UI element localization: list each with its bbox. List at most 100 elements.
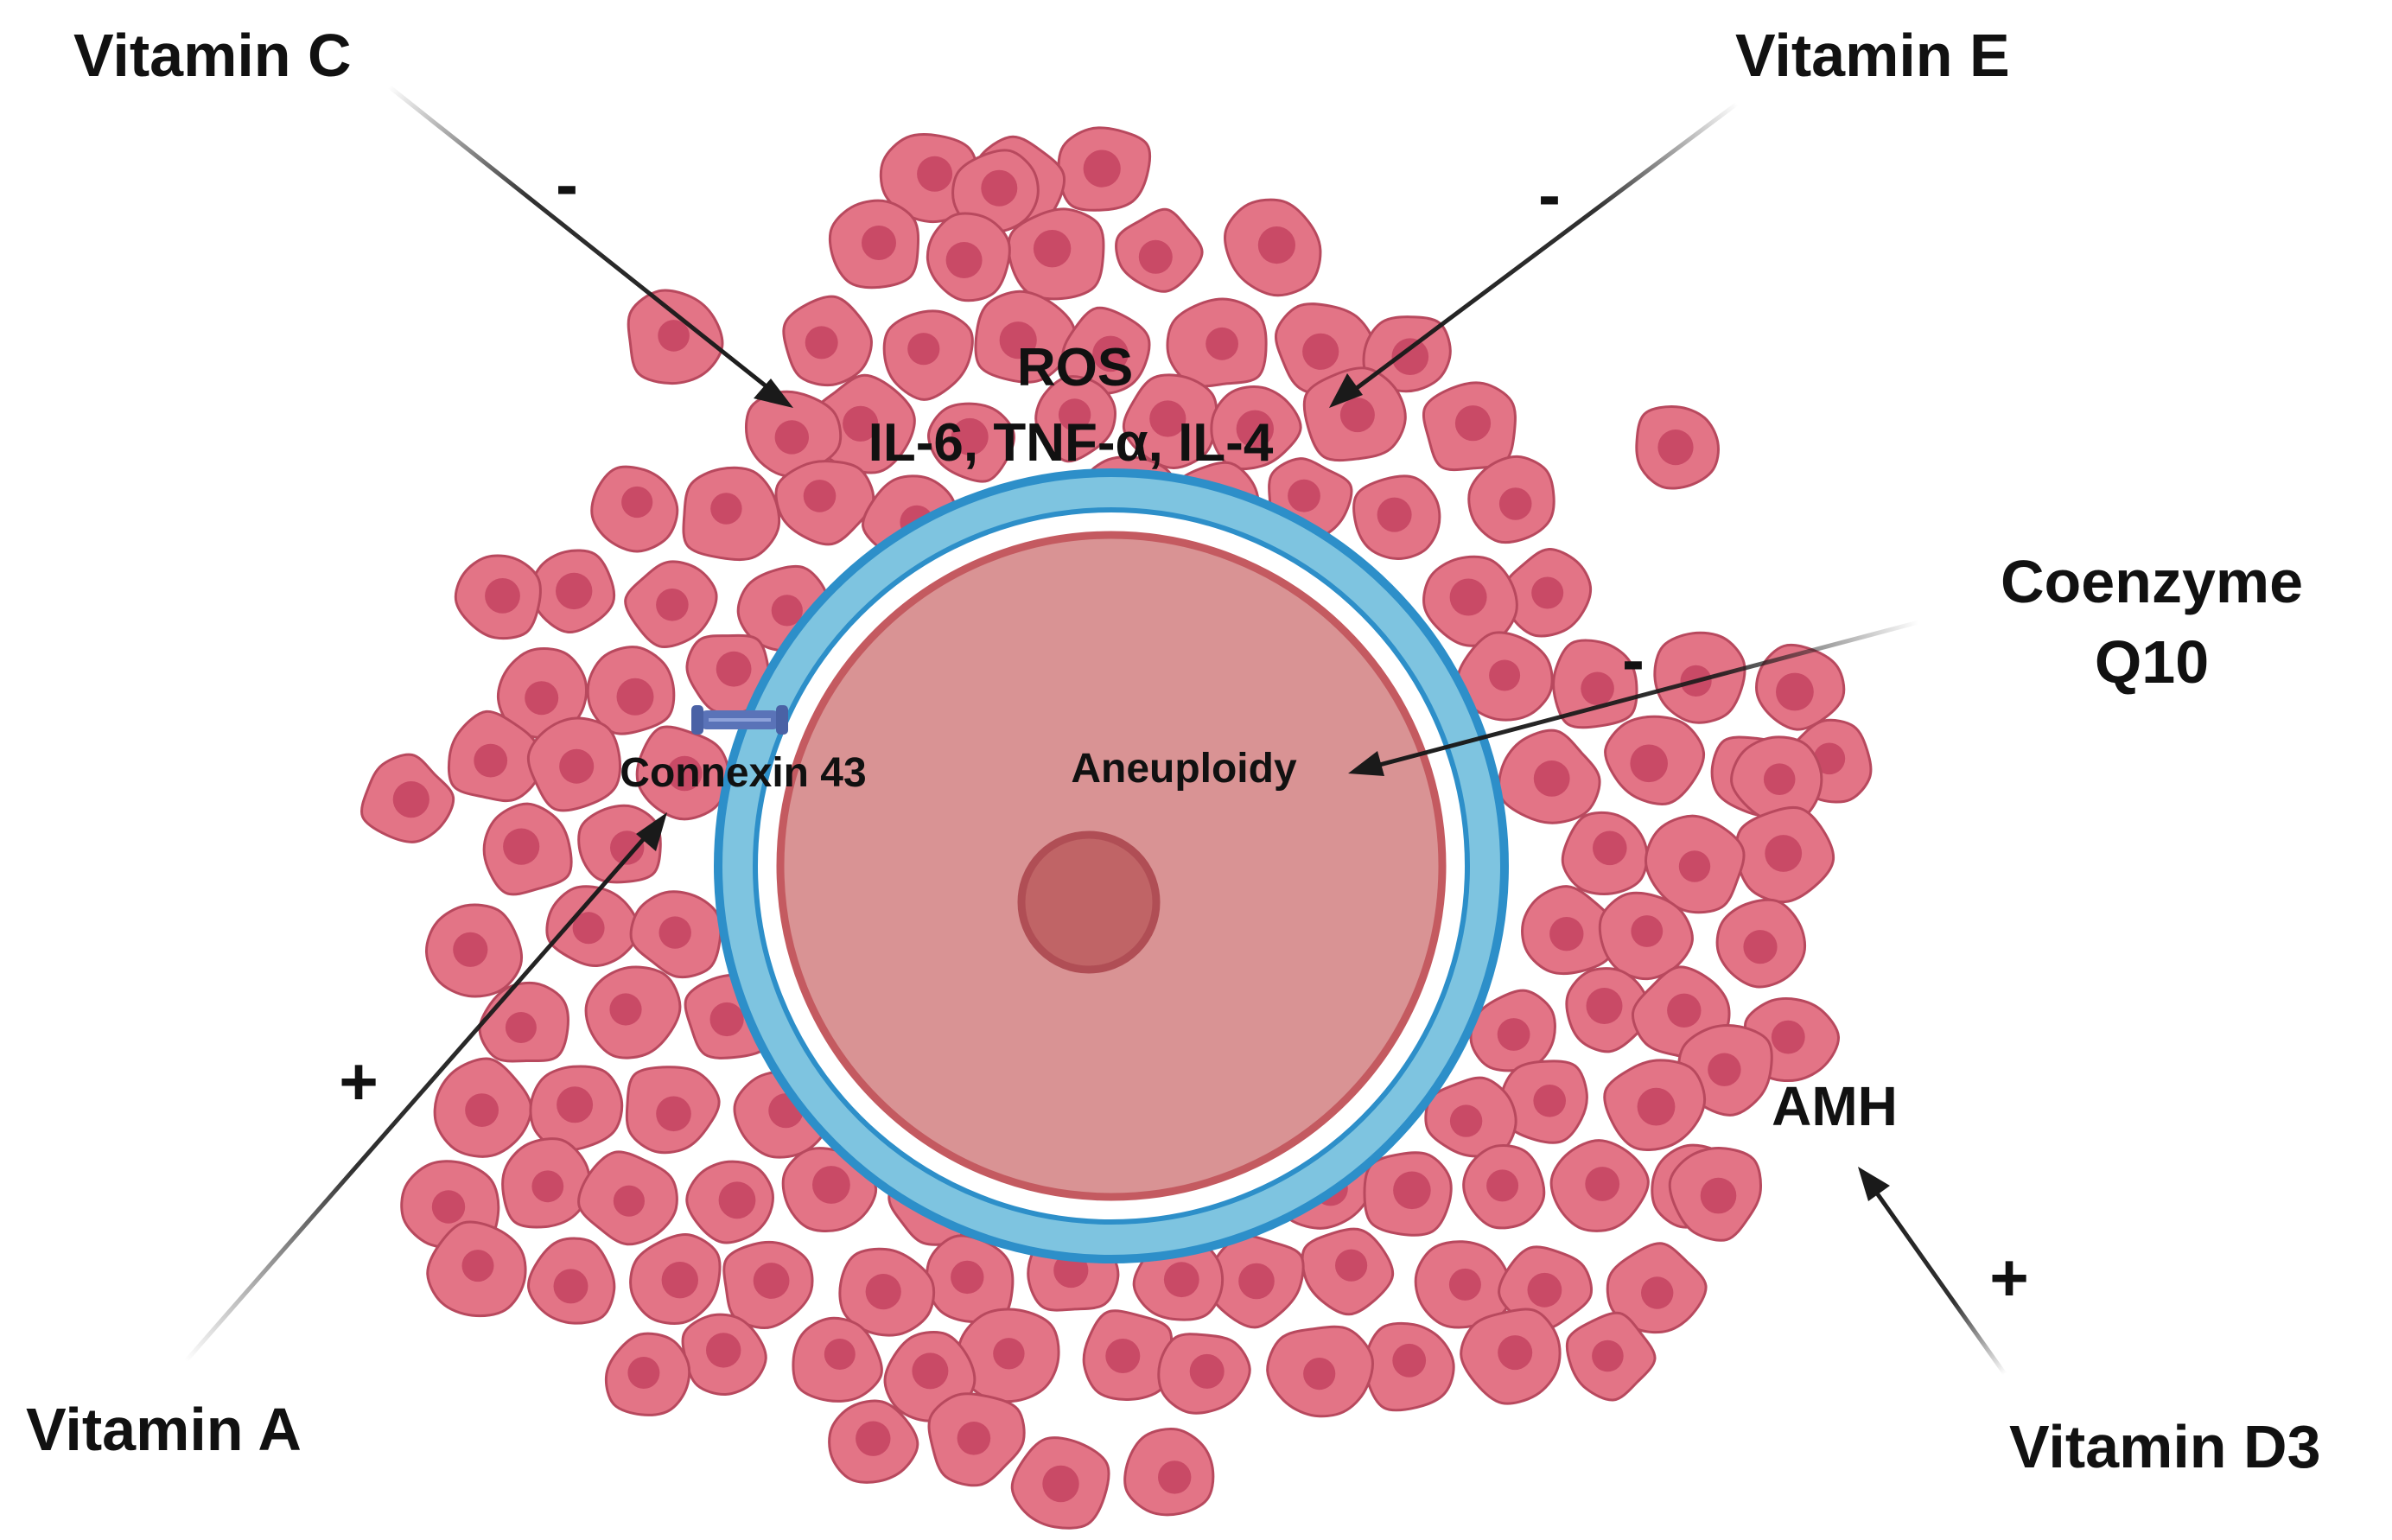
granulosa-cell-nucleus — [485, 578, 520, 614]
granulosa-cell-nucleus — [656, 589, 689, 621]
granulosa-cell-nucleus — [553, 1269, 588, 1304]
granulosa-cell-nucleus — [1448, 1268, 1481, 1301]
granulosa-cell-nucleus — [666, 755, 703, 792]
granulosa-cell-nucleus — [572, 912, 605, 945]
granulosa-cell-nucleus — [805, 326, 838, 360]
granulosa-cell-nucleus — [1339, 398, 1375, 433]
connexin-channel-icon — [691, 705, 788, 735]
granulosa-cell-nucleus — [951, 1260, 984, 1295]
granulosa-cell-nucleus — [1163, 1262, 1199, 1298]
granulosa-cell-nucleus — [531, 1170, 564, 1203]
ros-label: ROS — [1017, 338, 1133, 398]
vitamin-c-sign: - — [556, 146, 578, 222]
granulosa-cell-nucleus — [1391, 338, 1429, 376]
amh-label: AMH — [1772, 1075, 1898, 1137]
vitamin-e-arrowhead — [1329, 373, 1363, 408]
granulosa-cell-nucleus — [1303, 1358, 1336, 1390]
granulosa-cell-nucleus — [945, 242, 983, 278]
granulosa-cell-nucleus — [1586, 988, 1623, 1024]
granulosa-cell-nucleus — [843, 405, 879, 442]
granulosa-cell-nucleus — [557, 1086, 594, 1123]
granulosa-cell-nucleus — [1630, 744, 1668, 783]
granulosa-cell-nucleus — [1377, 497, 1412, 532]
granulosa-cell-nucleus — [1302, 333, 1339, 370]
granulosa-cell-nucleus — [1189, 1353, 1225, 1389]
granulosa-cell-nucleus — [865, 1274, 901, 1310]
granulosa-cell-nucleus — [1092, 335, 1129, 372]
granulosa-cell-nucleus — [706, 1333, 741, 1368]
granulosa-cell-nucleus — [1449, 578, 1487, 616]
granulosa-cell-nucleus — [1631, 915, 1664, 947]
granulosa-cell-nucleus — [392, 781, 429, 818]
vitamin-d3-sign: + — [1989, 1239, 2029, 1315]
granulosa-cell-nucleus — [474, 743, 508, 778]
granulosa-cell-nucleus — [627, 1357, 660, 1389]
granulosa-cell-nucleus — [1531, 576, 1564, 609]
granulosa-cell-nucleus — [1678, 850, 1711, 882]
granulosa-cell-nucleus — [658, 320, 690, 352]
granulosa-cell-nucleus — [1763, 763, 1796, 795]
granulosa-cell-nucleus — [1206, 327, 1238, 360]
granulosa-cell-nucleus — [453, 932, 488, 967]
granulosa-cell-nucleus — [1042, 1465, 1079, 1503]
granulosa-cell-nucleus — [1637, 1087, 1676, 1126]
granulosa-cell-nucleus — [1236, 410, 1275, 448]
vitamin-e-label: Vitamin E — [1735, 22, 2010, 89]
vitamin-d3-label: Vitamin D3 — [2009, 1413, 2321, 1480]
vitamin-c-arrowhead — [754, 379, 793, 408]
granulosa-cell-nucleus — [907, 333, 940, 366]
granulosa-cell-nucleus — [1058, 398, 1091, 431]
granulosa-cell-nucleus — [1498, 487, 1532, 520]
vitamin-c-label: Vitamin C — [73, 22, 352, 89]
granulosa-cell-nucleus — [461, 1250, 494, 1282]
granulosa-cell-nucleus — [1257, 226, 1295, 264]
coenzyme-label-line2: Q10 — [2095, 628, 2209, 696]
vitamin-a-sign: + — [339, 1043, 379, 1119]
granulosa-cell-nucleus — [1765, 835, 1803, 872]
granulosa-cell-nucleus — [1486, 1169, 1519, 1202]
coenzyme-arrow — [1369, 620, 1919, 770]
coenzyme-label-line1: Coenzyme — [2001, 548, 2303, 615]
granulosa-cell-nucleus — [609, 993, 642, 1026]
granulosa-cell-nucleus — [1454, 405, 1492, 442]
granulosa-cell-nucleus — [1498, 1335, 1533, 1371]
coenzyme-arrowhead — [1348, 751, 1384, 776]
arrows — [184, 85, 2007, 1376]
oocyte-nucleus — [1017, 830, 1161, 974]
granulosa-cell-nucleus — [1497, 1018, 1530, 1051]
granulosa-cell-nucleus — [1585, 1167, 1620, 1201]
granulosa-cell-nucleus — [1641, 1276, 1674, 1309]
granulosa-cell-nucleus — [1083, 150, 1121, 188]
granulosa-cell-nucleus — [812, 1166, 850, 1204]
granulosa-cell-nucleus — [917, 156, 953, 192]
granulosa-cell-nucleus — [753, 1263, 790, 1299]
granulosa-cell-nucleus — [1335, 1249, 1368, 1282]
vitamin-e-sign: - — [1538, 156, 1561, 232]
granulosa-cell-nucleus — [912, 1352, 949, 1390]
granulosa-cell-nucleus — [1158, 1460, 1192, 1494]
granulosa-cell-nucleus — [621, 486, 653, 519]
aneuploidy-label: Aneuploidy — [1071, 746, 1297, 792]
granulosa-cell-nucleus — [803, 480, 837, 512]
granulosa-cell-nucleus — [981, 169, 1018, 207]
vitamin-c-arrow — [387, 85, 778, 396]
granulosa-cell-nucleus — [1489, 659, 1521, 691]
granulosa-cell-nucleus — [610, 830, 645, 865]
vitamin-a-arrowhead — [636, 812, 667, 851]
granulosa-cell-nucleus — [1813, 742, 1846, 775]
granulosa-cell-nucleus — [431, 1190, 466, 1224]
granulosa-cell-nucleus — [999, 321, 1037, 360]
granulosa-cell-nucleus — [957, 1422, 991, 1455]
granulosa-cell-nucleus — [1592, 1340, 1624, 1372]
granulosa-cell-nucleus — [525, 681, 559, 716]
granulosa-cell-nucleus — [505, 1012, 537, 1043]
granulosa-cell-nucleus — [1657, 429, 1694, 466]
vitamin-a-arrow — [184, 826, 655, 1363]
vitamin-d3-arrowhead — [1858, 1167, 1890, 1201]
granulosa-cell-nucleus — [993, 1338, 1025, 1370]
granulosa-cell-nucleus — [1776, 672, 1814, 711]
granulosa-cell-nucleus — [1288, 479, 1320, 512]
granulosa-cell-nucleus — [1392, 1343, 1427, 1378]
granulosa-cell-nucleus — [559, 748, 595, 784]
granulosa-cell-nucleus — [1533, 760, 1570, 797]
